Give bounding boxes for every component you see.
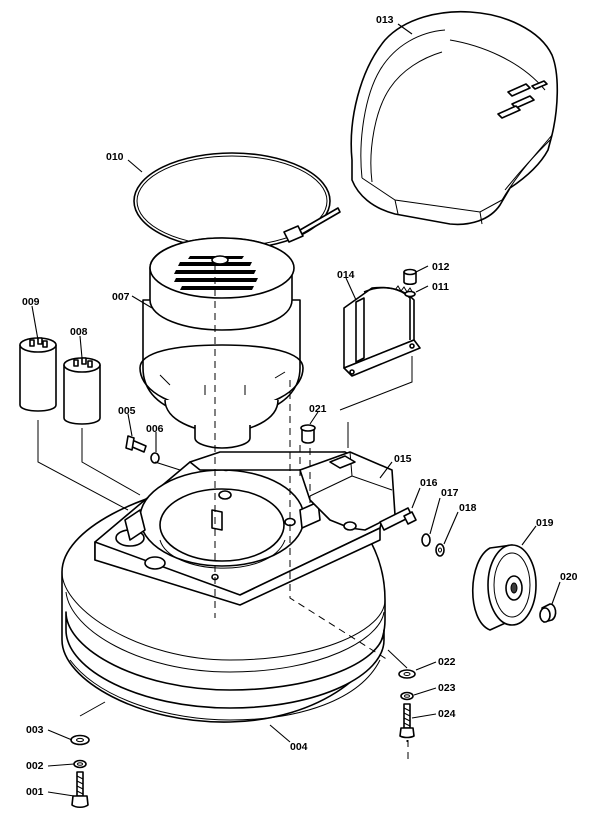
callout-017: 017 xyxy=(441,487,459,499)
washer-002 xyxy=(73,759,87,769)
capacitor-small xyxy=(63,357,101,425)
bolt-024 xyxy=(399,703,415,739)
callout-024: 024 xyxy=(438,708,456,720)
assembly-lines xyxy=(37,265,413,760)
callout-009: 009 xyxy=(22,296,40,308)
callout-020: 020 xyxy=(560,571,578,583)
washer-023 xyxy=(400,691,414,701)
callouts: 013 010 007 009 008 014 012 011 005 006 … xyxy=(22,14,578,798)
capacitor-large xyxy=(19,337,57,412)
washer-018 xyxy=(435,543,445,557)
hubcap-020 xyxy=(539,603,557,623)
washer-017 xyxy=(421,533,431,547)
bolt-001 xyxy=(71,771,89,809)
callout-012: 012 xyxy=(432,261,450,273)
callout-011: 011 xyxy=(432,281,449,293)
callout-007: 007 xyxy=(112,291,130,303)
callout-018: 018 xyxy=(459,502,477,514)
callout-022: 022 xyxy=(438,656,456,668)
callout-008: 008 xyxy=(70,326,88,338)
wheel xyxy=(472,544,537,631)
plug-021 xyxy=(300,424,316,444)
callout-013: 013 xyxy=(376,14,394,26)
leader-lines xyxy=(31,23,561,797)
callout-010: 010 xyxy=(106,151,124,163)
callout-005: 005 xyxy=(118,405,136,417)
callout-015: 015 xyxy=(394,453,412,465)
callout-002: 002 xyxy=(26,760,44,772)
callout-019: 019 xyxy=(536,517,554,529)
callout-001: 001 xyxy=(26,786,44,798)
washer-022 xyxy=(398,669,416,679)
screw-005 xyxy=(125,435,147,453)
washer-011 xyxy=(404,290,416,298)
washer-003 xyxy=(70,734,90,746)
washer-006 xyxy=(150,452,160,464)
handle-bracket xyxy=(299,451,413,531)
clamp-band xyxy=(133,152,341,250)
callout-003: 003 xyxy=(26,724,44,736)
callout-021: 021 xyxy=(309,403,327,415)
motor xyxy=(139,237,304,449)
callout-023: 023 xyxy=(438,682,456,694)
callout-006: 006 xyxy=(146,423,164,435)
callout-004: 004 xyxy=(290,741,308,753)
motor-cover xyxy=(350,10,559,226)
callout-016: 016 xyxy=(420,477,438,489)
screw-012 xyxy=(403,268,417,286)
switch-bracket xyxy=(343,285,421,377)
callout-014: 014 xyxy=(337,269,355,281)
axle-016 xyxy=(403,511,417,525)
